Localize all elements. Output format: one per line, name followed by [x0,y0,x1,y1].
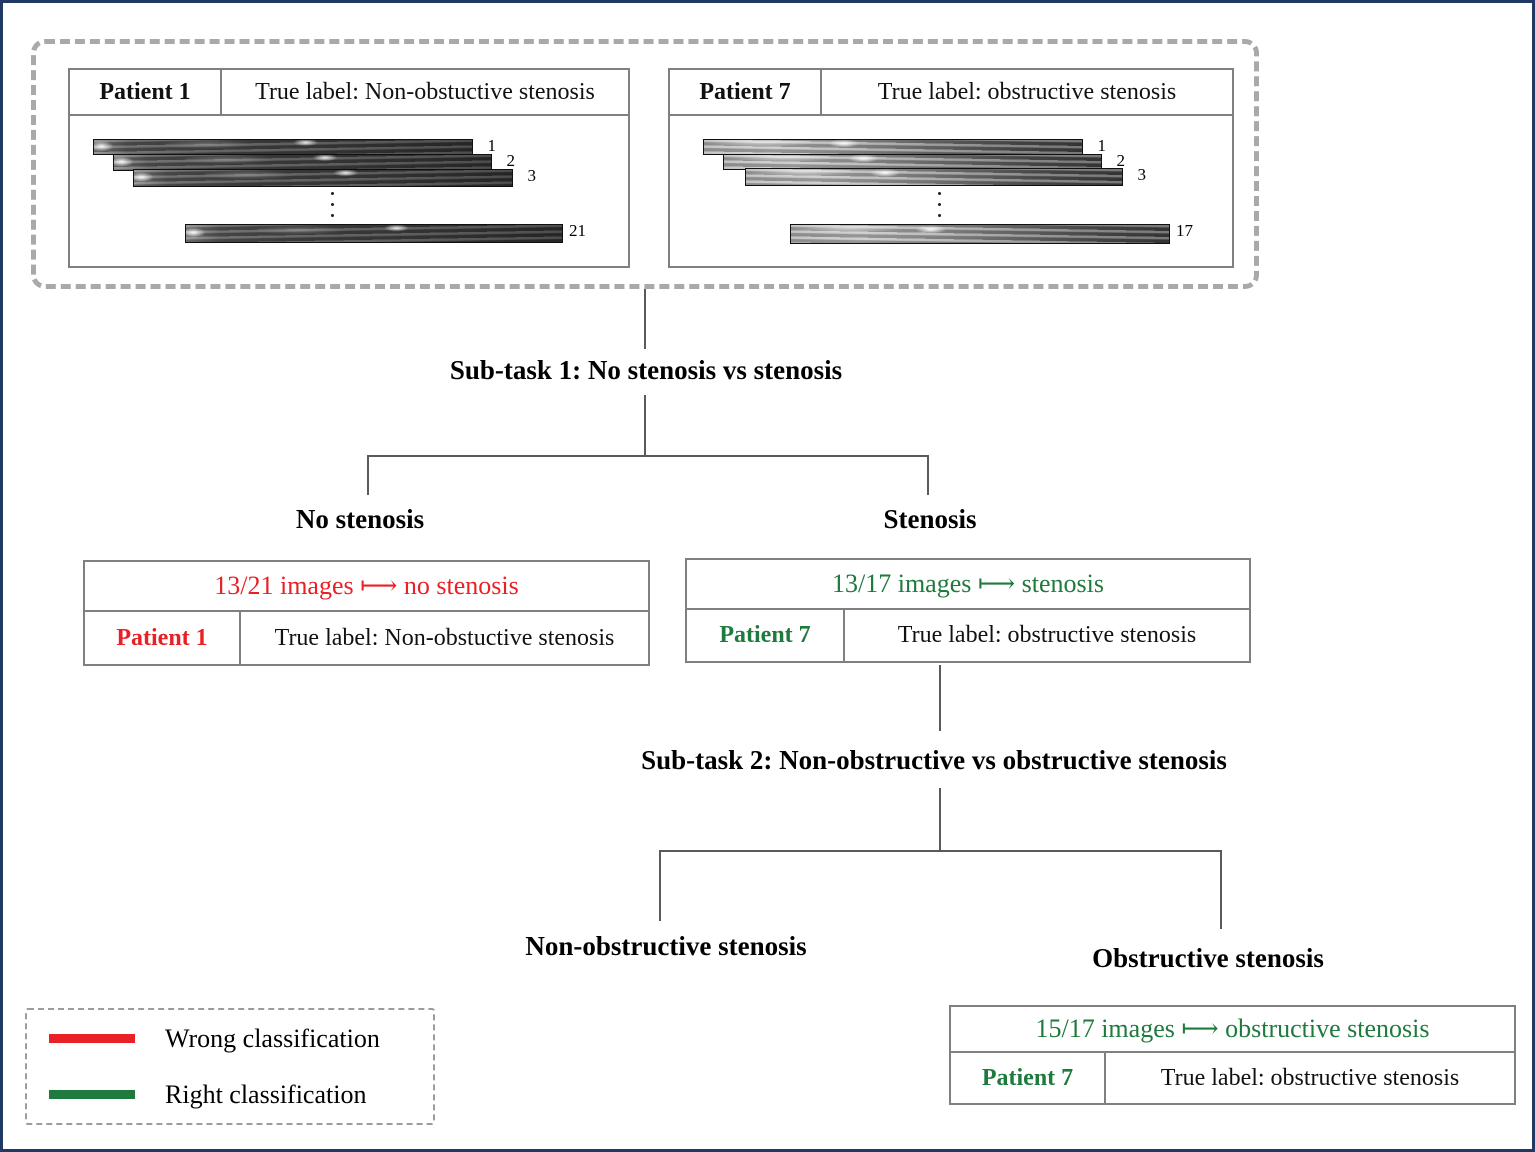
legend-row-right: Right classification [49,1080,433,1110]
subtask2-title: Sub-task 2: Non-obstructive vs obstructi… [641,745,1227,775]
result-summary: 13/17 images ⟼ stenosis [687,560,1249,610]
legend-row-wrong: Wrong classification [49,1024,433,1054]
right-classification-swatch-icon [49,1090,135,1099]
result-patient: Patient 1 [85,612,241,664]
patient1-true-label: True label: Non-obstuctive stenosis [255,78,595,105]
ultrasound-strip: 3 [133,166,536,187]
connector-line [939,665,941,731]
connector-line [927,455,929,495]
patient1-name: Patient 1 [70,70,222,114]
patient7-image-stack: 1 2 3 17 [668,116,1234,268]
connector-line [1220,850,1222,929]
strip-number: 3 [527,166,537,185]
strip-number: 2 [1116,151,1126,170]
connector-line [659,850,661,921]
ultrasound-strip: 1 [93,136,496,155]
result-box-stenosis: 13/17 images ⟼ stenosis Patient 7 True l… [685,558,1251,663]
ultrasound-strip: 3 [745,165,1146,186]
result-true-label: True label: obstructive stenosis [1160,1064,1460,1091]
ultrasound-strip: 17 [790,221,1193,244]
wrong-classification-swatch-icon [49,1034,135,1043]
branch-label-non-obstructive: Non-obstructive stenosis [525,931,807,961]
connector-line [939,788,941,851]
strip-number: 17 [1176,221,1193,240]
result-true-label: True label: obstructive stenosis [897,622,1197,648]
strip-number: 1 [1097,136,1107,155]
patient7-true-label: True label: obstructive stenosis [877,78,1177,105]
branch-label-obstructive: Obstructive stenosis [1092,943,1324,973]
ellipsis-dots [938,192,941,217]
patient7-panel-header: Patient 7 True label: obstructive stenos… [668,68,1234,116]
result-box-obstructive-stenosis: 15/17 images ⟼ obstructive stenosis Pati… [949,1005,1516,1105]
legend-box: Wrong classification Right classificatio… [25,1008,435,1125]
branch-line [367,455,929,457]
result-true-label: True label: Non-obstuctive stenosis [274,624,615,651]
patient1-image-stack: 1 2 3 21 [68,116,630,268]
ellipsis-dots [331,192,334,217]
strip-number: 3 [1137,165,1147,184]
dataset-group-box: Patient 1 True label: Non-obstuctive ste… [31,39,1259,289]
result-box-no-stenosis: 13/21 images ⟼ no stenosis Patient 1 Tru… [83,560,650,666]
branch-line [659,850,1222,852]
patient7-panel: Patient 7 True label: obstructive stenos… [668,68,1234,268]
result-summary: 13/21 images ⟼ no stenosis [85,562,648,612]
result-patient: Patient 7 [687,610,845,661]
legend-wrong-label: Wrong classification [165,1023,380,1053]
strip-number: 1 [487,136,497,155]
ultrasound-strip: 1 [703,136,1106,155]
result-patient: Patient 7 [951,1053,1106,1103]
subtask1-title: Sub-task 1: No stenosis vs stenosis [449,355,843,385]
patient7-name: Patient 7 [670,70,822,114]
strip-number: 2 [506,151,516,170]
patient1-panel-header: Patient 1 True label: Non-obstuctive ste… [68,68,630,116]
branch-label-stenosis: Stenosis [883,504,977,534]
strip-number: 21 [569,221,586,240]
connector-line [644,289,646,349]
legend-right-label: Right classification [165,1079,367,1109]
result-summary: 15/17 images ⟼ obstructive stenosis [951,1007,1514,1053]
connector-line [644,395,646,456]
connector-line [367,455,369,495]
ultrasound-strip: 21 [185,221,586,243]
branch-label-no-stenosis: No stenosis [295,504,425,534]
patient1-panel: Patient 1 True label: Non-obstuctive ste… [68,68,630,268]
